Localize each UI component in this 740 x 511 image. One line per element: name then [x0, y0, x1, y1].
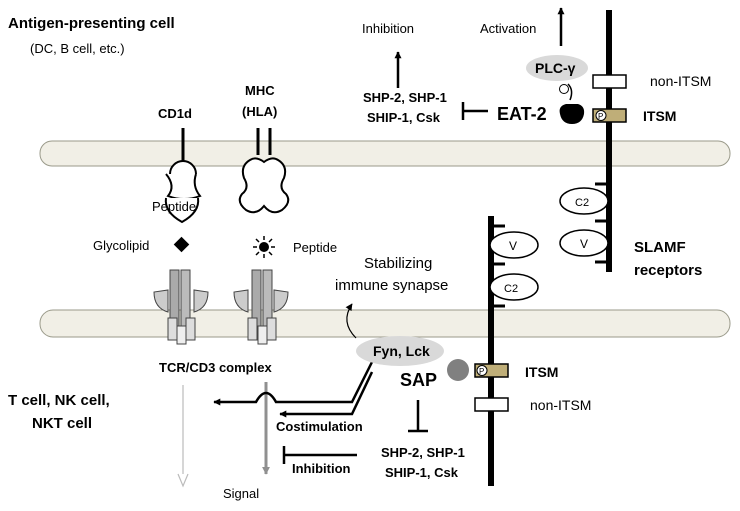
- slamf-receptor-tcell: [474, 216, 539, 486]
- inhibition-bottom-bar: [282, 446, 357, 464]
- peptide-sun-icon: [253, 236, 275, 258]
- glycolipid-diamond: [173, 236, 190, 253]
- eat2-label: EAT-2: [497, 104, 547, 124]
- inhibition-bottom-label: Inhibition: [292, 461, 351, 476]
- fyn-lck-label: Fyn, Lck: [373, 343, 430, 359]
- stabilizing-label-2: immune synapse: [335, 277, 448, 294]
- nonitsm-label-top: non-ITSM: [650, 73, 711, 89]
- svg-text:P: P: [479, 367, 484, 376]
- hla-label: (HLA): [242, 104, 277, 119]
- apc-title: Antigen-presenting cell: [8, 15, 175, 32]
- plc-gamma-ellipse: [526, 55, 588, 81]
- shp-top-line1: SHP-2, SHP-1: [363, 90, 447, 105]
- tcr-complex-left: [153, 269, 209, 345]
- activation-label: Activation: [480, 21, 536, 36]
- svg-text:P: P: [598, 112, 603, 121]
- peptide-label-right: Peptide: [293, 240, 337, 255]
- costimulation-arrows: [213, 361, 374, 418]
- itsm-label-top: ITSM: [643, 108, 676, 124]
- cd1d-label: CD1d: [158, 106, 192, 121]
- slamf-label-2: receptors: [634, 262, 702, 279]
- mhc-molecule: [238, 128, 290, 214]
- peptide-label-top: Peptide: [152, 199, 196, 214]
- apc-membrane: [39, 140, 731, 167]
- tcell-label-line1: T cell, NK cell,: [8, 392, 110, 409]
- cd1d-molecule: [164, 128, 202, 224]
- c2-domain-label-top: C2: [575, 197, 589, 209]
- slamf-label-1: SLAMF: [634, 239, 686, 256]
- stabilizing-arrow: [345, 303, 357, 339]
- tcell-membrane: [39, 309, 731, 338]
- tcr-complex-right: [233, 269, 289, 345]
- sap-label: SAP: [400, 370, 437, 390]
- shp-bottom-line1: SHP-2, SHP-1: [381, 445, 465, 460]
- stabilizing-label-1: Stabilizing: [364, 255, 432, 272]
- v-domain-label-bottom: V: [509, 239, 517, 253]
- tcr-cd3-label: TCR/CD3 complex: [159, 360, 272, 375]
- nonitsm-label-bottom: non-ITSM: [530, 397, 591, 413]
- sap-molecule: [447, 359, 469, 381]
- eat2-inhibition-bar: [461, 102, 488, 120]
- sap-inhibition-bar: [408, 400, 428, 433]
- phospho-badge-top: P: [595, 110, 607, 121]
- phospho-badge-bottom: P: [476, 365, 488, 376]
- shp-bottom-line2: SHIP-1, Csk: [385, 465, 459, 480]
- slamf-receptor-apc: [559, 10, 627, 272]
- costimulation-label: Costimulation: [276, 419, 363, 434]
- fyn-lck-ellipse: [356, 336, 444, 366]
- plc-gamma-label: PLC-γ: [535, 60, 576, 76]
- signal-label: Signal: [223, 486, 259, 501]
- itsm-label-bottom: ITSM: [525, 364, 558, 380]
- apc-subtitle: (DC, B cell, etc.): [30, 41, 125, 56]
- mhc-label: MHC: [245, 83, 275, 98]
- glycolipid-label: Glycolipid: [93, 238, 149, 253]
- signal-hollow-arrow: [177, 385, 189, 488]
- eat2-molecule: [559, 83, 585, 124]
- shp-top-line2: SHIP-1, Csk: [367, 110, 441, 125]
- inhibition-top-label: Inhibition: [362, 21, 414, 36]
- v-domain-label-top: V: [580, 237, 588, 251]
- c2-domain-label-bottom: C2: [504, 283, 518, 295]
- tcell-label-line2: NKT cell: [32, 415, 92, 432]
